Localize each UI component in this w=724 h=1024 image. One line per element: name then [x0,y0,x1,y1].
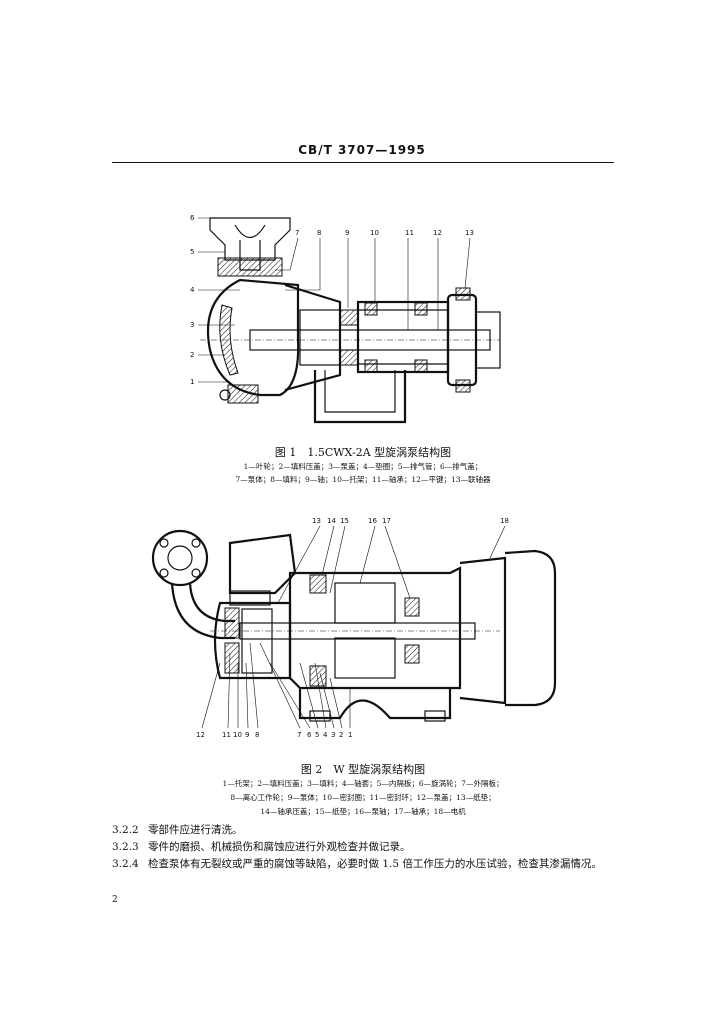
fig1-callout-10: 10 [370,229,379,237]
figure1-drawing: 6 5 4 3 2 1 7 8 9 10 11 12 13 [190,214,501,424]
paragraph-3-2-2: 3.2.2 零部件应进行清洗。 [112,823,617,838]
page-header: CB/T 3707—1995 [298,143,426,157]
fig1-callout-9: 9 [345,229,349,237]
clause-text: 零件的磨损、机械损伤和腐蚀应进行外观检查并做记录。 [148,841,411,853]
fig2-callout-11: 11 [222,731,231,739]
fig2-callout-15: 15 [340,517,349,525]
fig2-callout-3: 3 [331,731,335,739]
fig2-callout-2: 2 [339,731,343,739]
figure2-legend-line-2: 8—离心工作轮；9—泵体；10—密封圈；11—密封环；12—泵盖；13—纸垫； [230,793,496,802]
figure1-legend-line-1: 1—叶轮；2—填料压盖；3—泵盖；4—垫圈；5—排气管；6—排气盖； [243,462,483,471]
figure2-drawing: 13 14 15 16 17 18 12 11 10 9 8 7 6 5 4 3… [151,517,557,739]
fig2-callout-4: 4 [323,731,328,739]
fig2-callout-14: 14 [327,517,336,525]
figure1-caption: 图 1 1.5CWX-2A 型旋涡泵结构图 [274,446,452,459]
fig1-callout-1: 1 [190,378,194,386]
fig1-callout-5: 5 [190,248,194,256]
fig2-callout-18: 18 [500,517,509,525]
fig1-callout-7: 7 [295,229,299,237]
fig2-callout-7: 7 [297,731,301,739]
clause-text: 检查泵体有无裂纹或严重的腐蚀等缺陷，必要时做 1.5 倍工作压力的水压试验，检查… [148,858,602,870]
clause-text: 零部件应进行清洗。 [148,824,243,836]
fig2-callout-9: 9 [245,731,249,739]
fig2-callout-10: 10 [233,731,242,739]
fig2-callout-5: 5 [315,731,319,739]
fig1-callout-13: 13 [465,229,474,237]
figure2-legend-line-3: 14—轴承压盖；15—纸垫；16—泵轴；17—轴承；18—电机 [260,807,466,816]
fig2-callout-13: 13 [312,517,321,525]
figure2-legend-line-1: 1—托架；2—填料压盖；3—填料；4—轴套；5—内隔板；6—旋涡轮；7—外隔板； [222,779,504,788]
fig2-callout-12: 12 [196,731,205,739]
fig2-callout-16: 16 [368,517,377,525]
fig2-callout-6: 6 [307,731,312,739]
clause-number: 3.2.4 [112,858,139,870]
fig1-callout-3: 3 [190,321,194,329]
fig1-callout-11: 11 [405,229,414,237]
figure2-caption: 图 2 W 型旋涡泵结构图 [300,763,426,776]
page-number: 2 [112,895,118,905]
fig2-callout-17: 17 [382,517,391,525]
fig2-callout-8: 8 [255,731,259,739]
fig1-callout-2: 2 [190,351,194,359]
fig2-callout-1: 1 [348,731,352,739]
fig1-callout-12: 12 [433,229,442,237]
header-rule [112,162,614,163]
fig1-callout-4: 4 [190,286,195,294]
paragraph-3-2-3: 3.2.3 零件的磨损、机械损伤和腐蚀应进行外观检查并做记录。 [112,840,617,855]
fig1-callout-8: 8 [317,229,321,237]
paragraph-3-2-4: 3.2.4 检查泵体有无裂纹或严重的腐蚀等缺陷，必要时做 1.5 倍工作压力的水压… [112,857,617,872]
figure1-legend-line-2: 7—泵体；8—填料；9—轴；10—托架；11—轴承；12—平键；13—联轴器 [235,475,491,484]
clause-number: 3.2.2 [112,824,139,836]
fig1-callout-6: 6 [190,214,195,222]
clause-number: 3.2.3 [112,841,139,853]
